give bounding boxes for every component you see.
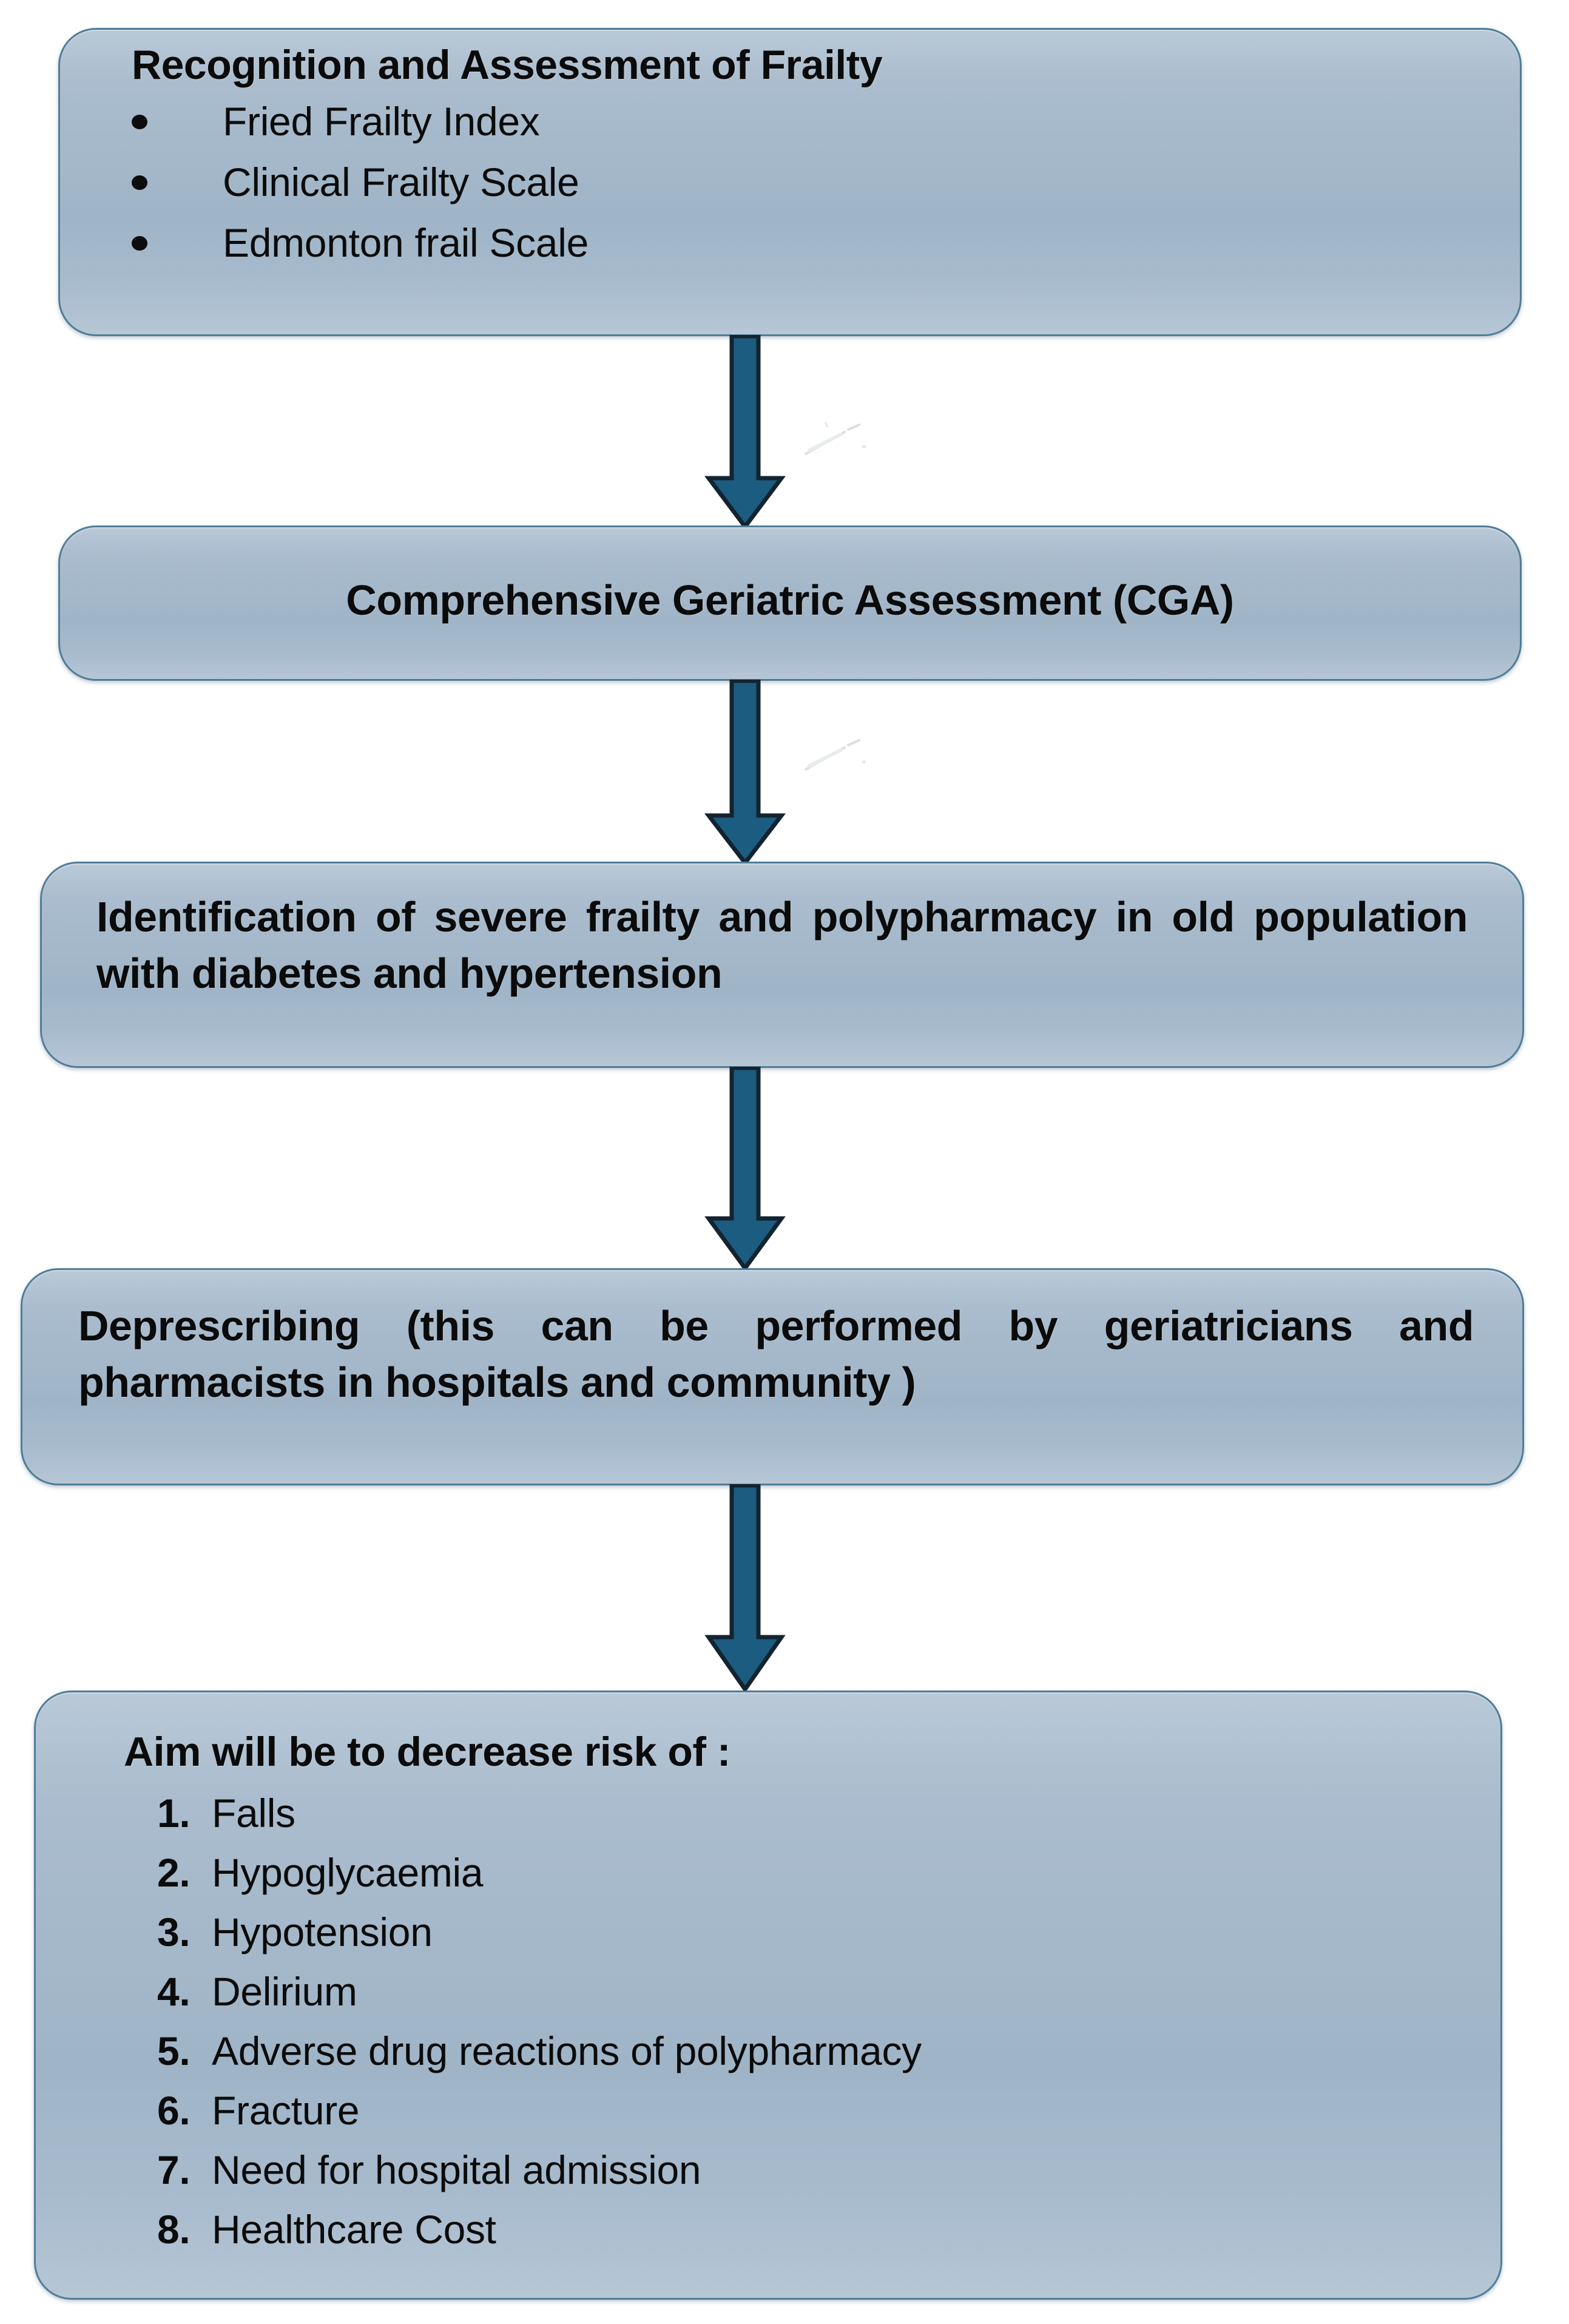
- flow-node-cga: Comprehensive Geriatric Assessment (CGA): [58, 525, 1522, 681]
- connector-arrow-recognition-to-cga: [703, 335, 788, 529]
- list-item: Edmonton frail Scale: [132, 223, 589, 263]
- list-item: 3. Hypotension: [157, 1912, 922, 1952]
- deprescribing-text: Deprescribing (this can be performed by …: [78, 1302, 1474, 1407]
- cga-heading: Comprehensive Geriatric Assessment (CGA): [346, 576, 1234, 624]
- list-item-label: Clinical Frailty Scale: [223, 160, 579, 204]
- down-arrow-icon: [704, 680, 786, 865]
- list-item-label: Need for hospital admission: [212, 2147, 701, 2192]
- recognition-bullet-list: Fried Frailty Index Clinical Frailty Sca…: [132, 101, 589, 283]
- list-item-number: 1.: [157, 1791, 191, 1836]
- flow-node-deprescribing: Deprescribing (this can be performed by …: [21, 1268, 1524, 1485]
- list-item: 6. Fracture: [157, 2090, 922, 2130]
- list-item: 8. Healthcare Cost: [157, 2209, 922, 2249]
- aim-numbered-list: 1. Falls 2. Hypoglycaemia 3. Hypotension…: [157, 1793, 922, 2269]
- list-item-label: Adverse drug reactions of polypharmacy: [212, 2028, 922, 2073]
- bullet-dot-icon: [132, 175, 147, 190]
- connector-arrow-identification-to-deprescribing: [703, 1067, 788, 1271]
- list-item-label: Hypoglycaemia: [212, 1850, 484, 1895]
- list-item: 1. Falls: [157, 1793, 922, 1833]
- aim-heading: Aim will be to decrease risk of :: [124, 1729, 731, 1775]
- list-item-label: Falls: [212, 1791, 295, 1836]
- bullet-dot-icon: [132, 115, 147, 129]
- list-item: 7. Need for hospital admission: [157, 2150, 922, 2190]
- list-item-number: 7.: [157, 2147, 191, 2192]
- list-item-label: Healthcare Cost: [212, 2207, 496, 2252]
- list-item: Clinical Frailty Scale: [132, 162, 589, 202]
- list-item-number: 2.: [157, 1850, 191, 1895]
- pencil-smudge-artifact: [801, 734, 874, 777]
- list-item: 5. Adverse drug reactions of polypharmac…: [157, 2031, 922, 2071]
- list-item-label: Edmonton frail Scale: [223, 220, 589, 265]
- flow-node-aim: Aim will be to decrease risk of : 1. Fal…: [34, 1691, 1502, 2300]
- list-item-label: Hypotension: [212, 1910, 433, 1954]
- identification-text: Identification of severe frailty and pol…: [96, 893, 1468, 998]
- list-item-number: 3.: [157, 1910, 191, 1954]
- flow-node-recognition: Recognition and Assessment of Frailty Fr…: [58, 28, 1522, 336]
- down-arrow-icon: [704, 1484, 786, 1693]
- connector-arrow-deprescribing-to-aim: [703, 1484, 788, 1693]
- list-item: 4. Delirium: [157, 1971, 922, 2012]
- smudge-icon: [805, 422, 866, 455]
- down-arrow-icon: [704, 1067, 786, 1271]
- list-item-label: Fracture: [212, 2088, 360, 2133]
- connector-arrow-cga-to-identification: [703, 680, 788, 865]
- down-arrow-icon: [704, 335, 786, 529]
- bullet-dot-icon: [132, 236, 147, 251]
- list-item-number: 8.: [157, 2207, 191, 2252]
- list-item-number: 4.: [157, 1969, 191, 2014]
- recognition-heading: Recognition and Assessment of Frailty: [132, 42, 883, 88]
- smudge-icon: [805, 739, 866, 771]
- pencil-smudge-artifact: [801, 419, 874, 461]
- list-item-number: 6.: [157, 2088, 191, 2133]
- list-item-number: 5.: [157, 2028, 191, 2073]
- list-item-label: Fried Frailty Index: [223, 99, 540, 144]
- flow-node-identification: Identification of severe frailty and pol…: [40, 862, 1524, 1068]
- list-item-label: Delirium: [212, 1969, 357, 2014]
- list-item: Fried Frailty Index: [132, 101, 589, 141]
- list-item: 2. Hypoglycaemia: [157, 1853, 922, 1893]
